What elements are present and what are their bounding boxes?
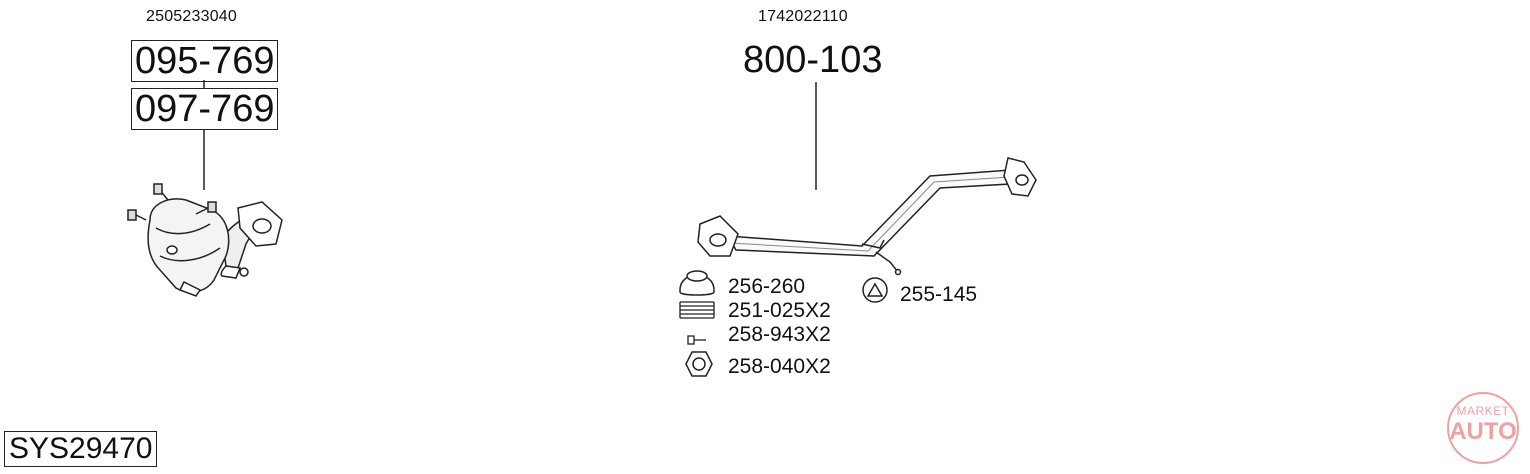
front-pipe-icon[interactable] (697, 157, 1037, 276)
spring-icon (679, 301, 715, 319)
accessory-label-hanger[interactable]: 255-145 (900, 283, 978, 306)
logo-circle-icon (1447, 392, 1519, 464)
hex-nut-icon (685, 351, 713, 377)
system-id: SYS29470 (4, 431, 158, 467)
bolt-icon (687, 335, 706, 345)
logo-line-1: MARKET (1456, 404, 1510, 418)
logo-line-2: AUTO (1449, 418, 1517, 445)
left-part-number-1[interactable]: 095-769 (131, 40, 279, 82)
left-part-number-2[interactable]: 097-769 (131, 88, 279, 130)
accessory-label-spring[interactable]: 251-025X2 (728, 299, 831, 322)
market-auto-logo: MARKET AUTO (1445, 390, 1521, 466)
catalytic-converter-icon[interactable] (127, 183, 283, 297)
right-oem-number: 1742022110 (758, 8, 848, 25)
gasket-ring-icon (679, 270, 715, 296)
left-oem-number: 2505233040 (146, 8, 237, 25)
right-part-number[interactable]: 800-103 (743, 39, 883, 81)
accessory-label-gasket[interactable]: 256-260 (728, 275, 806, 298)
accessory-label-bolt[interactable]: 258-943X2 (728, 323, 831, 346)
accessory-label-nut[interactable]: 258-040X2 (728, 355, 831, 378)
rubber-hanger-icon (862, 277, 888, 303)
